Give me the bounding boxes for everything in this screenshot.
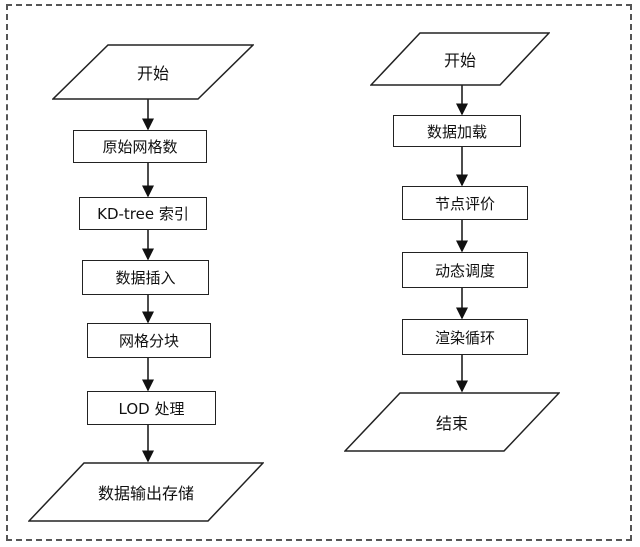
left-end-node: 数据输出存储 — [28, 462, 264, 522]
left-start-node: 开始 — [52, 44, 254, 100]
right-start-node: 开始 — [370, 32, 550, 86]
right-step-3-label: 动态调度 — [434, 261, 495, 280]
left-step-4: 网格分块 — [87, 323, 211, 358]
left-step-1-label: 原始网格数 — [102, 138, 178, 156]
left-step-1: 原始网格数 — [73, 130, 207, 163]
left-step-4-label: 网格分块 — [118, 332, 179, 350]
left-step-2: KD-tree 索引 — [79, 197, 207, 230]
left-step-5-label: LOD 处理 — [118, 399, 185, 418]
right-step-1-label: 数据加载 — [426, 122, 487, 141]
right-end-label: 结束 — [435, 414, 468, 433]
right-start-label: 开始 — [443, 51, 476, 70]
left-step-5: LOD 处理 — [87, 391, 216, 425]
right-step-4-label: 渲染循环 — [434, 328, 495, 347]
right-step-2-label: 节点评价 — [434, 194, 495, 213]
left-step-2-label: KD-tree 索引 — [97, 205, 189, 223]
left-step-3-label: 数据插入 — [115, 269, 176, 287]
left-end-label: 数据输出存储 — [97, 484, 194, 503]
left-step-3: 数据插入 — [82, 260, 209, 295]
left-start-label: 开始 — [136, 64, 169, 83]
right-step-1: 数据加载 — [393, 115, 521, 147]
right-end-node: 结束 — [344, 392, 560, 452]
right-step-4: 渲染循环 — [402, 319, 528, 355]
diagram-frame — [6, 4, 632, 541]
right-step-3: 动态调度 — [402, 252, 528, 288]
right-step-2: 节点评价 — [402, 186, 528, 220]
